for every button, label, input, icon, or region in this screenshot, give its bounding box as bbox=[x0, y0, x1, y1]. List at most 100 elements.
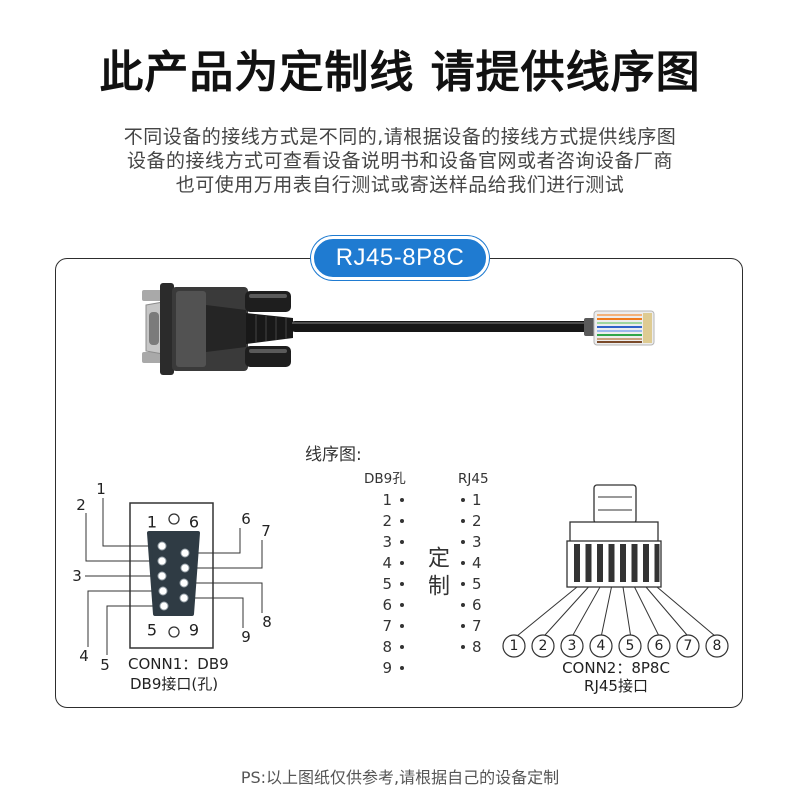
custom-label: 定制 bbox=[424, 546, 449, 602]
pin-dot bbox=[461, 498, 465, 502]
fan-line bbox=[601, 586, 612, 636]
rj45-pin-labels: 1 2 3 4 5 6 7 8 bbox=[510, 638, 722, 654]
fan-line bbox=[645, 586, 688, 636]
pin-dot bbox=[400, 561, 404, 565]
pin-dot bbox=[461, 519, 465, 523]
leader-line bbox=[192, 540, 263, 569]
rj45-contact bbox=[643, 544, 649, 582]
pin-dot bbox=[461, 540, 465, 544]
pin-dot bbox=[461, 645, 465, 649]
pin-dot bbox=[400, 624, 404, 628]
db9-socket-face bbox=[147, 531, 200, 616]
rj45-pin-row: 2 bbox=[461, 511, 501, 531]
pin-dot bbox=[461, 561, 465, 565]
db9-pin-number: 7 bbox=[382, 617, 392, 635]
db9-pin-label: 3 bbox=[72, 567, 82, 585]
db9-pin-row: 7 bbox=[364, 616, 404, 636]
rj45-pin-number: 4 bbox=[472, 554, 482, 572]
rj45-pin-row: 7 bbox=[461, 616, 501, 636]
leader-line bbox=[192, 597, 244, 628]
rj45-pin-label: 6 bbox=[655, 638, 664, 654]
pin-dot bbox=[400, 666, 404, 670]
db9-pin-row: 2 bbox=[364, 511, 404, 531]
db9-pin-label: 7 bbox=[261, 522, 271, 540]
pin-dot bbox=[461, 624, 465, 628]
pin-circle bbox=[531, 634, 555, 658]
db9-shell-inner bbox=[149, 312, 159, 345]
rj45-pin-label: 5 bbox=[626, 638, 635, 654]
rj45-latch bbox=[593, 484, 637, 524]
db9-corner-label: 9 bbox=[189, 621, 199, 640]
db9-pin-label: 9 bbox=[241, 628, 251, 646]
pin-hole-icon bbox=[180, 563, 190, 573]
pin-dot bbox=[400, 603, 404, 607]
cable-highlight bbox=[292, 322, 588, 324]
pin-hole-icon bbox=[179, 593, 189, 603]
db9-hood-face bbox=[176, 291, 206, 367]
rj45-pin-label: 1 bbox=[510, 638, 519, 654]
db9-pin-row: 6 bbox=[364, 595, 404, 615]
rj45-contacts bbox=[574, 544, 660, 582]
rj45-pin-number: 5 bbox=[472, 575, 482, 593]
pin-circle bbox=[589, 634, 613, 658]
pin-dot bbox=[400, 519, 404, 523]
strain-relief bbox=[246, 313, 293, 344]
rj45-pin-label: 3 bbox=[568, 638, 577, 654]
db9-pin-row: 1 bbox=[364, 490, 404, 510]
note-line: 也可使用万用表自行测试或寄送样品给我们进行测试 bbox=[175, 174, 625, 196]
leader-line bbox=[87, 590, 155, 647]
db9-pin-number: 4 bbox=[382, 554, 392, 572]
db9-pin-label: 2 bbox=[76, 496, 86, 514]
db9-plate bbox=[160, 283, 174, 375]
pin-circle bbox=[705, 634, 729, 658]
rj45-pin-label: 4 bbox=[597, 638, 606, 654]
rj45-body-top bbox=[569, 521, 659, 543]
pin-hole-icon bbox=[157, 556, 167, 566]
db9-pin-number: 5 bbox=[382, 575, 392, 593]
fan-line bbox=[544, 586, 589, 636]
db9-pin-label: 6 bbox=[241, 510, 251, 528]
db9-pin-number: 8 bbox=[382, 638, 392, 656]
rj45-pin-row: 4 bbox=[461, 553, 501, 573]
mount-hole-icon bbox=[168, 626, 180, 638]
pin-hole-icon bbox=[157, 571, 167, 581]
rj45-contact bbox=[620, 544, 626, 582]
leader-line bbox=[106, 605, 155, 655]
rj45-pin-number: 7 bbox=[472, 617, 482, 635]
rj45-pin-row: 1 bbox=[461, 490, 501, 510]
pin-circle bbox=[676, 634, 700, 658]
db9-pin-number: 9 bbox=[382, 659, 392, 677]
rj45-contacts bbox=[643, 313, 652, 343]
pin-hole-icon bbox=[157, 541, 167, 551]
db9-pin-number: 2 bbox=[382, 512, 392, 530]
db9-corner-label: 5 bbox=[147, 621, 157, 640]
rj45-column-header: RJ45 bbox=[458, 471, 489, 487]
rj45-pin-number: 8 bbox=[472, 638, 482, 656]
rj45-pin-circles bbox=[502, 634, 729, 658]
pin-dot bbox=[461, 603, 465, 607]
db9-corner-label: 6 bbox=[189, 513, 199, 532]
mount-hole-icon bbox=[168, 513, 180, 525]
db9-pin-row: 4 bbox=[364, 553, 404, 573]
rj45-connector-name: CONN2：8P8C bbox=[562, 659, 670, 677]
rj45-diagram: 1 2 3 4 5 6 7 8 bbox=[502, 484, 729, 658]
pin-dot bbox=[400, 498, 404, 502]
pin-hole-icon bbox=[179, 578, 189, 588]
rj45-pin-label: 8 bbox=[713, 638, 722, 654]
db9-connector-name: CONN1：DB9 bbox=[128, 655, 229, 673]
footer-note: PS:以上图纸仅供参考,请根据自己的设备定制 bbox=[240, 768, 560, 787]
db9-column-header: DB9孔 bbox=[364, 471, 406, 487]
leader-line bbox=[192, 528, 241, 554]
db9-pin-row: 9 bbox=[364, 658, 404, 678]
fan-line bbox=[516, 586, 578, 637]
db9-pin-row: 8 bbox=[364, 637, 404, 657]
db9-diagram: 1 6 5 9 1 2 bbox=[72, 480, 272, 674]
pin-circle bbox=[560, 634, 584, 658]
pin-dot bbox=[400, 582, 404, 586]
thumbscrew-icon bbox=[142, 290, 162, 301]
db9-pin-number: 6 bbox=[382, 596, 392, 614]
db9-pin-label: 5 bbox=[100, 656, 110, 674]
db9-connector-caption: DB9接口(孔) bbox=[130, 675, 219, 693]
rj45-contact bbox=[585, 544, 592, 582]
